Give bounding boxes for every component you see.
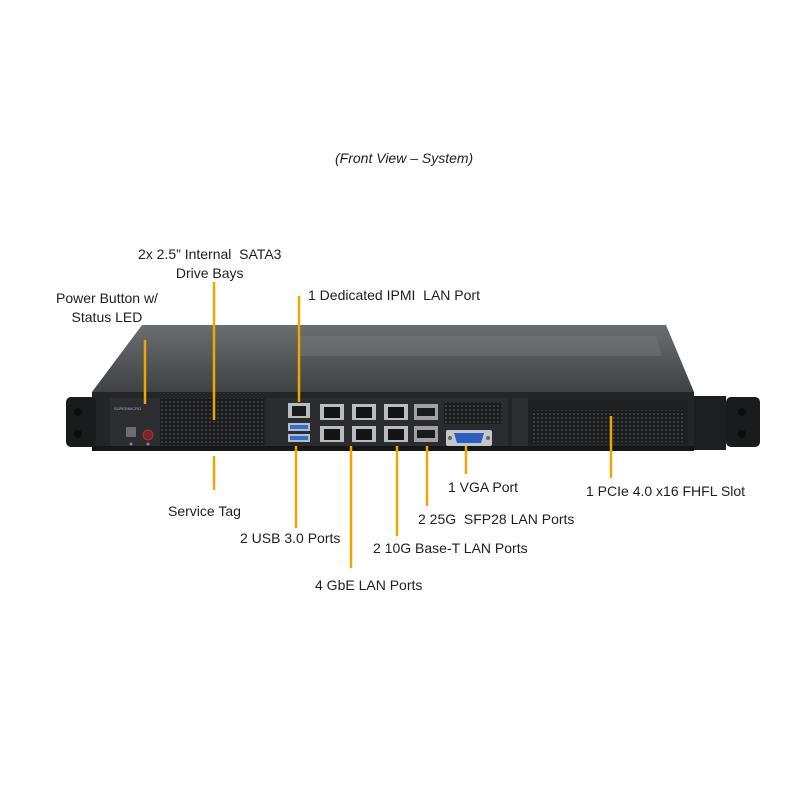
right-rack-ear — [726, 397, 760, 447]
callout-10g-ports: 2 10G Base-T LAN Ports — [373, 540, 528, 556]
callout-usb-ports: 2 USB 3.0 Ports — [240, 530, 341, 546]
io-vent — [444, 402, 502, 424]
pcie-slot — [512, 398, 688, 446]
callout-pcie-slot: 1 PCIe 4.0 x16 FHFL Slot — [586, 483, 745, 499]
ipmi-lan-port[interactable] — [288, 403, 310, 418]
usb-ports[interactable] — [288, 423, 310, 442]
chassis-top-highlight — [300, 336, 662, 356]
chassis-top-surface — [92, 325, 694, 392]
power-button-icon[interactable] — [142, 429, 154, 441]
callout-sfp-ports: 2 25G SFP28 LAN Ports — [418, 511, 575, 527]
callout-drive-bays: 2x 2.5” Internal SATA3 Drive Bays — [138, 246, 282, 281]
service-tag-slot — [266, 398, 282, 446]
drive-bay-vent — [160, 398, 264, 446]
chassis-front-bottom-lip — [92, 446, 694, 451]
control-panel: SUPERMICRO — [110, 398, 160, 446]
leader-lines — [143, 282, 613, 568]
left-rack-ear — [66, 397, 96, 447]
callout-power-button: Power Button w/ Status LED — [56, 290, 158, 325]
sfp28-ports[interactable] — [414, 404, 438, 442]
figure-subtitle: (Front View – System) — [335, 150, 474, 166]
right-handle — [694, 396, 726, 450]
callout-gbe-ports: 4 GbE LAN Ports — [315, 577, 423, 593]
callout-ipmi-port: 1 Dedicated IPMI LAN Port — [308, 287, 480, 303]
vga-port[interactable] — [446, 430, 492, 446]
rj45-port-grid[interactable] — [320, 404, 408, 442]
callout-vga-port: 1 VGA Port — [448, 479, 519, 495]
callout-service-tag: Service Tag — [168, 503, 241, 519]
brand-logo-text: SUPERMICRO — [114, 406, 141, 411]
